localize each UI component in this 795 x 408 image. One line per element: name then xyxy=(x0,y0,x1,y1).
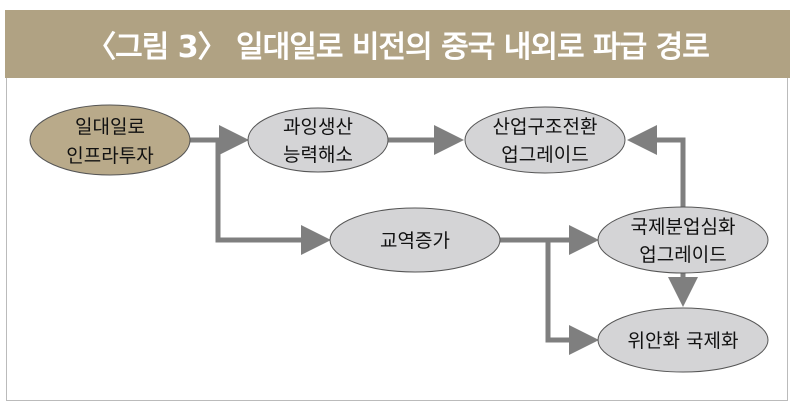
svg-text:위안화 국제화: 위안화 국제화 xyxy=(628,330,739,352)
svg-text:산업구조전환: 산업구조전환 xyxy=(493,116,598,138)
svg-text:국제분업심화: 국제분업심화 xyxy=(631,216,736,238)
svg-text:업그레이드: 업그레이드 xyxy=(639,244,726,266)
svg-text:인프라투자: 인프라투자 xyxy=(66,145,153,167)
svg-text:일대일로: 일대일로 xyxy=(75,116,145,138)
arrow-n1-n4 xyxy=(215,140,331,255)
node-trade-increase: 교역증가 xyxy=(329,207,501,273)
arrow-n5-n3 xyxy=(627,125,686,207)
diagram-frame xyxy=(6,78,788,401)
svg-text:과잉생산: 과잉생산 xyxy=(283,116,353,138)
svg-text:교역증가: 교역증가 xyxy=(380,230,450,252)
figure-title: 〈그림 3〉 일대일로 비전의 중국 내외로 파급 경로 xyxy=(5,10,790,78)
svg-text:능력해소: 능력해소 xyxy=(283,144,353,166)
arrows xyxy=(190,125,698,355)
svg-text:업그레이드: 업그레이드 xyxy=(501,144,588,166)
arrow-n4-n6 xyxy=(545,240,599,355)
node-rmb-internationalization: 위안화 국제화 xyxy=(597,307,769,373)
